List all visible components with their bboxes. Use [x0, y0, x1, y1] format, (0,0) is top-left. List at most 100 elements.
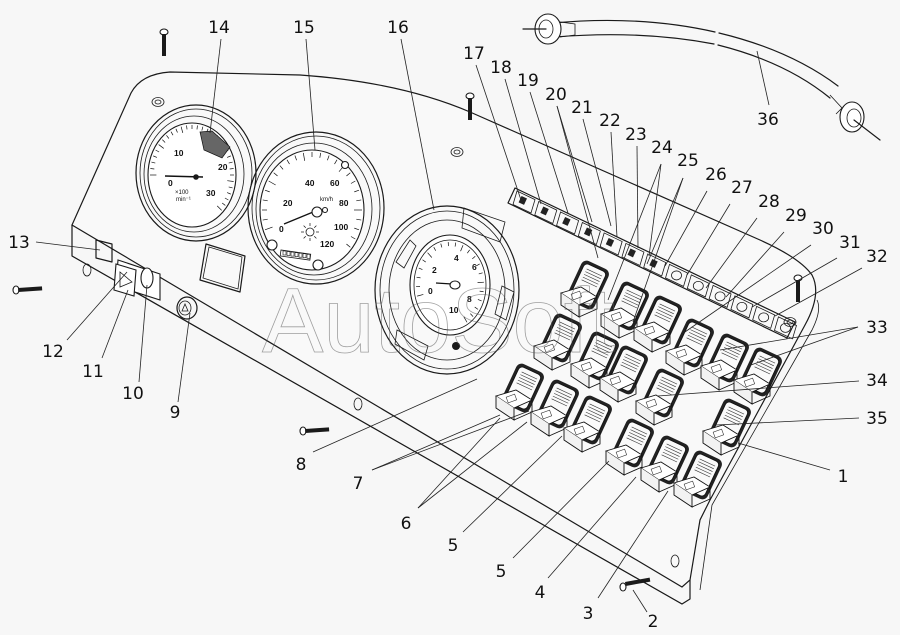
speedometer-cable	[522, 13, 881, 141]
speedo-label-80: 80	[339, 198, 349, 208]
speedometer: 0 20 40 60 80 100 120 km/h	[247, 131, 385, 285]
callout-label-36: 36	[757, 110, 779, 130]
rocker-switch[interactable]	[598, 344, 650, 403]
callout-label-28: 28	[758, 192, 780, 212]
callout-label-3: 3	[583, 604, 594, 624]
combo-label-4: 4	[454, 253, 459, 263]
leader-line-30	[681, 244, 812, 335]
indicator-lamp	[752, 305, 776, 329]
rocker-switch[interactable]	[494, 362, 546, 421]
indicator-lamp	[708, 284, 732, 308]
callout-label-12: 12	[42, 342, 64, 362]
screw-top-left	[159, 28, 169, 56]
screws	[12, 28, 803, 592]
callout-label-5: 5	[496, 562, 507, 582]
leader-line-4	[547, 476, 637, 579]
callout-label-11: 11	[82, 362, 104, 382]
rocker-switch[interactable]	[529, 378, 581, 437]
switch-symbol-icon	[580, 361, 593, 372]
switch-symbol-icon	[643, 325, 656, 336]
combo-label-0: 0	[428, 286, 433, 296]
switch-symbol-icon	[573, 425, 586, 436]
rocker-switch[interactable]	[632, 294, 684, 353]
leader-line-27	[686, 203, 731, 276]
callout-label-29: 29	[785, 206, 807, 226]
leader-line-15	[305, 38, 316, 151]
leader-line-29	[725, 231, 785, 298]
leader-line-26	[664, 190, 708, 267]
switch-symbol-icon	[683, 480, 696, 491]
callout-label-16: 16	[387, 18, 409, 38]
combo-label-8: 8	[467, 294, 472, 304]
combo-label-6: 6	[472, 262, 477, 272]
rocker-switch[interactable]	[634, 367, 686, 426]
switch-symbol-icon	[675, 348, 688, 359]
combo-label-2: 2	[432, 265, 437, 275]
switch-symbol-icon	[615, 448, 628, 459]
combo-label-10: 10	[449, 305, 459, 315]
rocker-switch[interactable]	[672, 449, 724, 508]
leader-line-5	[512, 460, 610, 559]
indicator-lamp	[686, 274, 710, 298]
leader-line-17	[475, 64, 522, 201]
screw-top-mid	[465, 92, 475, 120]
indicator-lamp	[665, 263, 689, 287]
rocker-switch[interactable]	[532, 312, 584, 371]
rocker-switch[interactable]	[599, 280, 651, 339]
indicator-lamp	[556, 211, 580, 235]
leader-line-21	[582, 118, 612, 227]
switch-symbol-icon	[505, 393, 518, 404]
tach-unit-line1: ×100	[175, 190, 189, 196]
speedo-label-120: 120	[320, 239, 334, 249]
leader-line-9	[177, 312, 191, 403]
rocker-switch[interactable]	[569, 330, 621, 389]
leader-line-28	[705, 217, 758, 289]
callout-label-15: 15	[293, 18, 315, 38]
plug	[95, 239, 113, 263]
rocker-switch[interactable]	[604, 417, 656, 476]
rocker-switch[interactable]	[562, 394, 614, 453]
callout-label-24: 24	[651, 138, 673, 158]
indicator-lamp	[773, 316, 797, 340]
callout-label-20: 20	[545, 85, 567, 105]
hazard-switch	[113, 263, 137, 297]
rocker-switch[interactable]	[732, 346, 784, 405]
leader-line-7	[371, 410, 530, 471]
leader-line-31	[751, 257, 838, 308]
leader-line-36	[756, 50, 770, 106]
leader-line-20	[556, 105, 599, 259]
switch-symbol-icon	[540, 409, 553, 420]
callout-label-34: 34	[866, 371, 888, 391]
rocker-switch[interactable]	[639, 434, 691, 493]
callout-label-1: 1	[838, 467, 849, 487]
callout-label-19: 19	[517, 71, 539, 91]
tach-label-0: 0	[168, 178, 173, 188]
speedo-unit: km/h	[320, 197, 333, 203]
leader-line-1	[737, 442, 831, 471]
leader-line-2	[632, 589, 648, 613]
leader-line-11	[101, 289, 129, 359]
callout-label-21: 21	[571, 98, 593, 118]
leader-line-5	[462, 435, 563, 533]
mounting-holes	[82, 97, 797, 568]
callout-label-2: 2	[648, 612, 659, 632]
watermark: AutoSoft	[262, 270, 615, 372]
leader-line-3	[597, 490, 669, 599]
cable-end-fitting-top	[522, 13, 576, 45]
speedo-label-60: 60	[330, 178, 340, 188]
callout-label-32: 32	[866, 247, 888, 267]
screw-bottom-right	[619, 577, 651, 592]
warning-button	[176, 296, 198, 320]
leader-line-25	[646, 177, 684, 265]
leader-line-8	[312, 378, 478, 453]
rocker-switch[interactable]	[664, 317, 716, 376]
combination-gauge: 2 4 6 0 8 10	[374, 205, 520, 375]
leader-line-14	[209, 38, 222, 134]
switch-symbol-icon	[570, 290, 583, 301]
speedo-label-20: 20	[283, 198, 293, 208]
switch-symbol-icon	[743, 377, 756, 388]
rocker-switch[interactable]	[701, 397, 753, 456]
rocker-switch[interactable]	[559, 259, 611, 318]
leader-line-35	[715, 417, 860, 426]
